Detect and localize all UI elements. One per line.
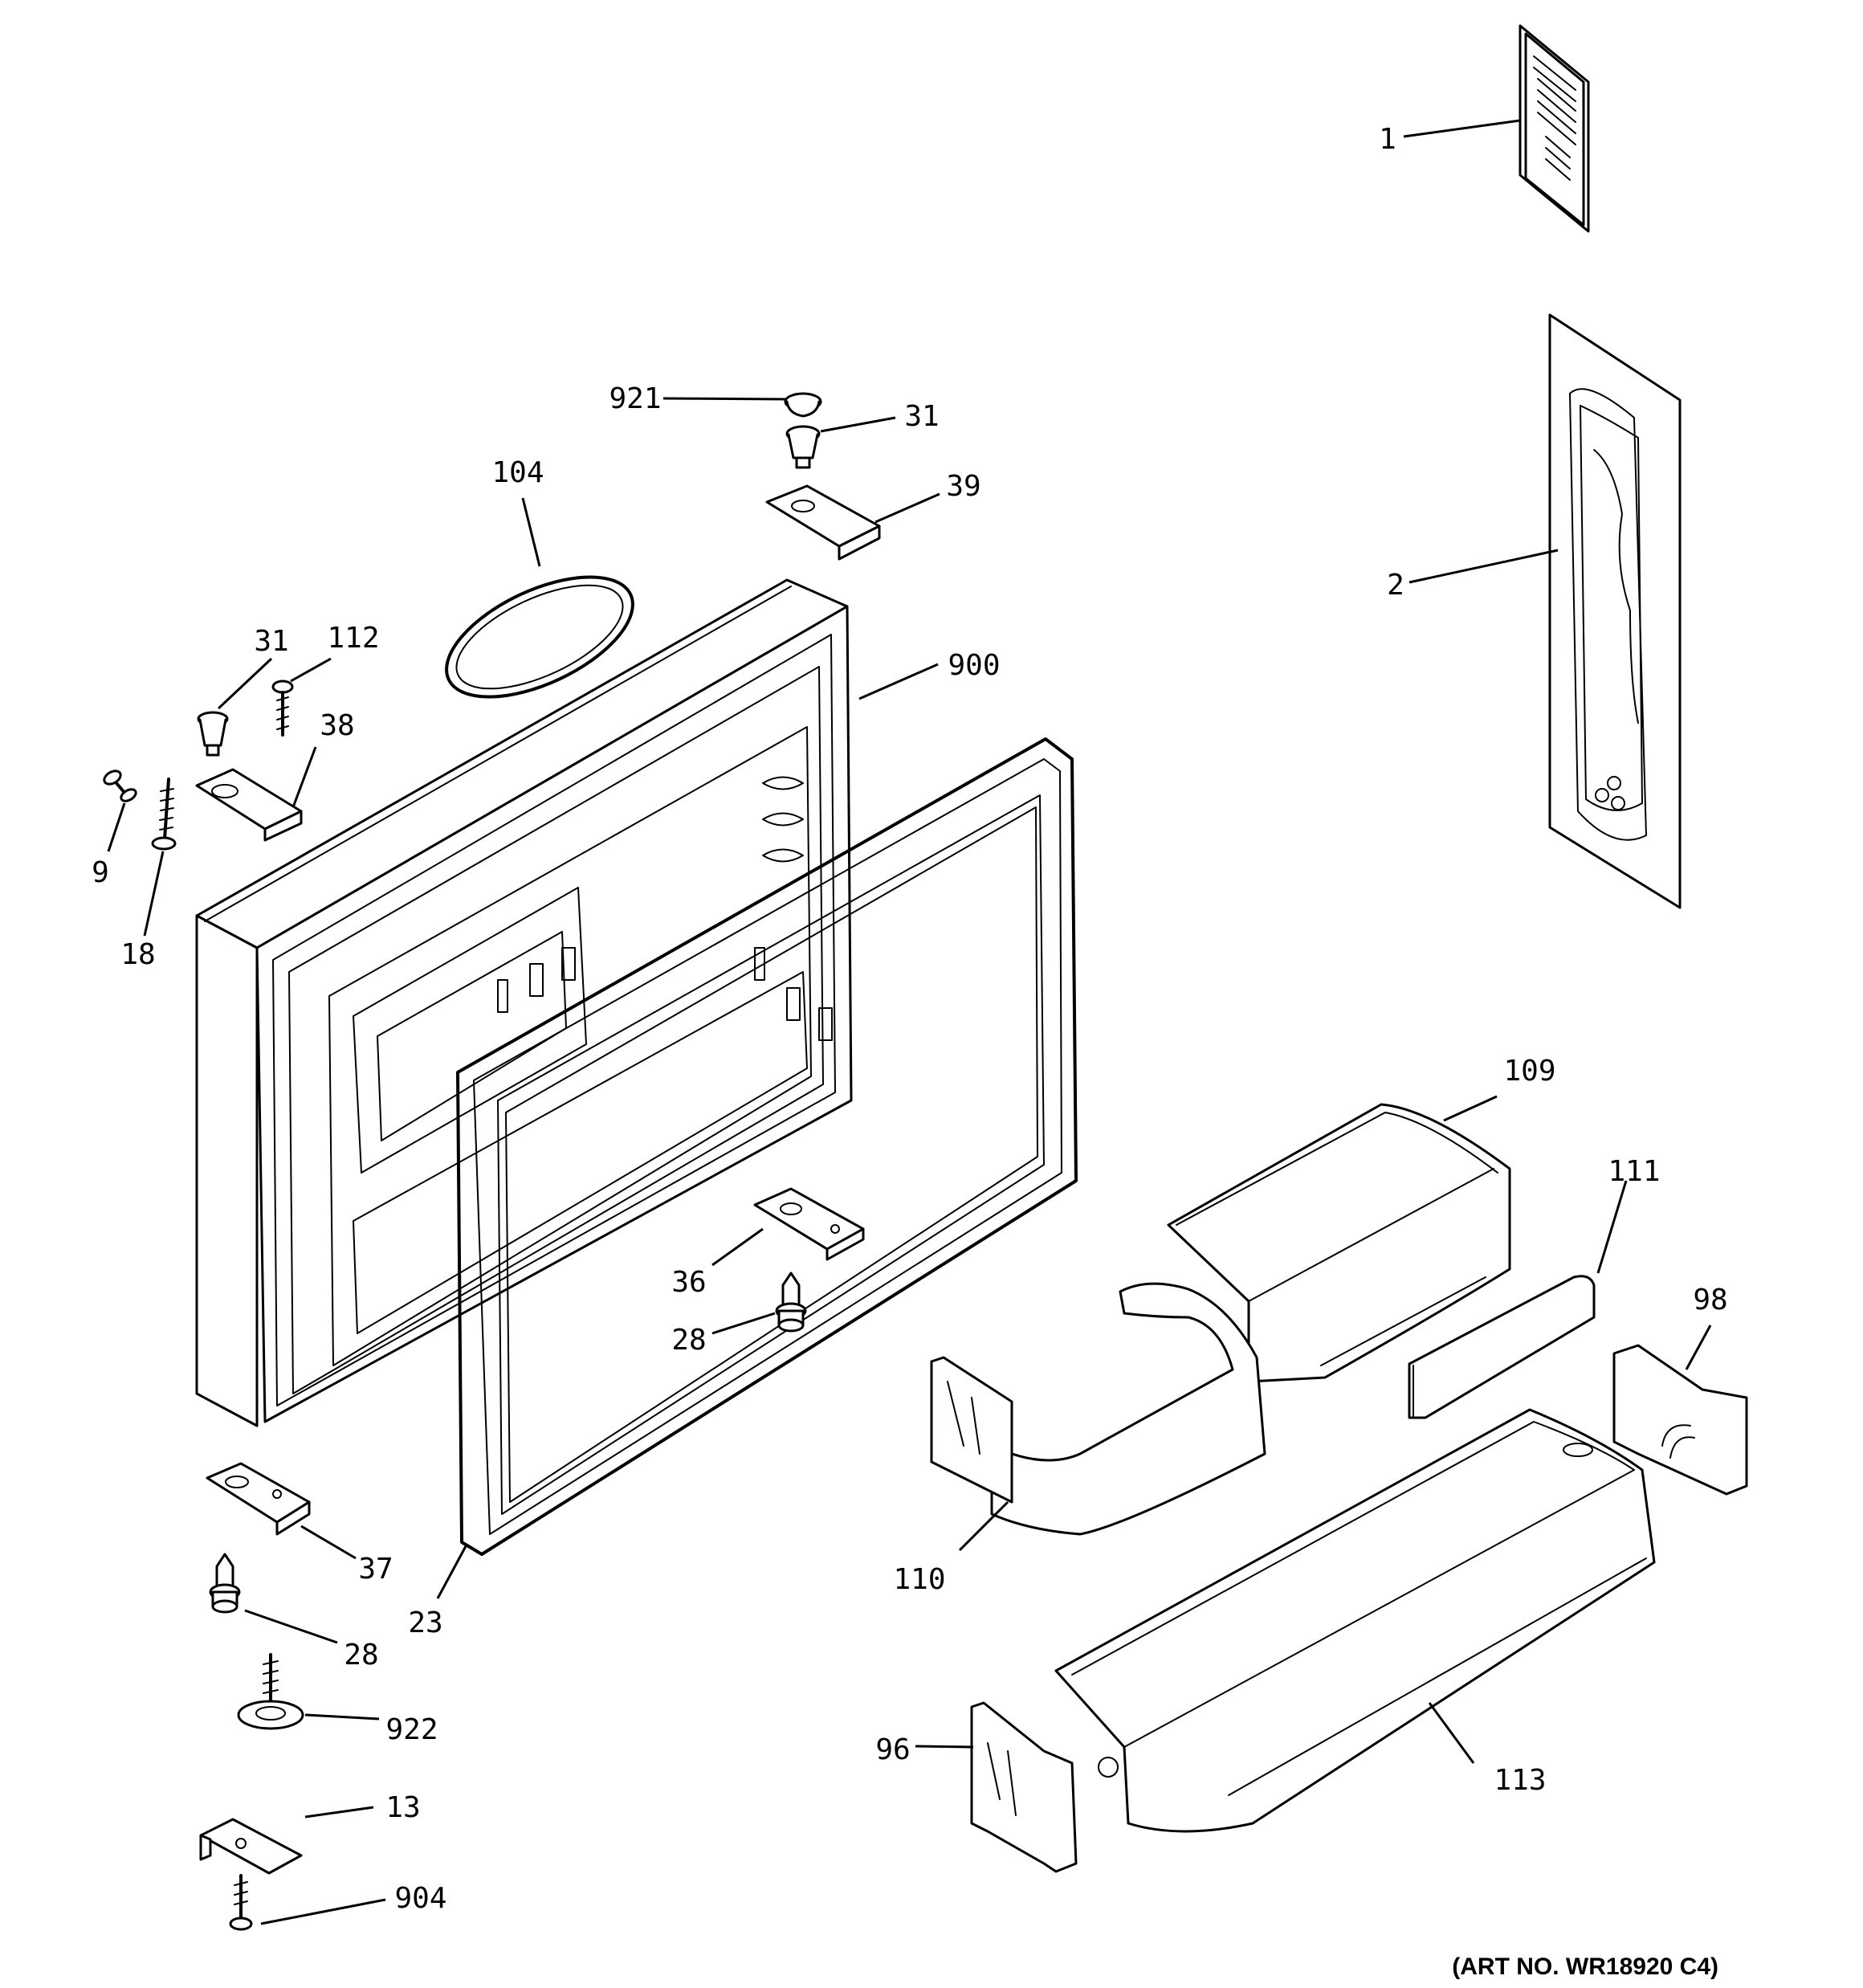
part-112-screw bbox=[271, 680, 294, 737]
callout-labels: 1 2 921 31 39 104 31 112 900 38 9 18 109… bbox=[92, 123, 1728, 1915]
callout-37: 37 bbox=[358, 1553, 393, 1586]
callout-1: 1 bbox=[1379, 123, 1396, 156]
callout-112: 112 bbox=[327, 622, 379, 655]
part-18-screw bbox=[151, 778, 177, 851]
callout-921: 921 bbox=[609, 382, 661, 415]
part-104-gasket-ring bbox=[445, 575, 634, 699]
callout-39: 39 bbox=[946, 470, 980, 503]
callout-98: 98 bbox=[1693, 1284, 1727, 1316]
leader-lines bbox=[107, 119, 1712, 1925]
callout-2: 2 bbox=[1387, 569, 1404, 602]
part-98-end-cap bbox=[1612, 1344, 1748, 1496]
callout-31-upper: 31 bbox=[904, 400, 939, 433]
part-23-door-gasket bbox=[456, 737, 1078, 1556]
part-1-label-card bbox=[1519, 24, 1590, 233]
part-113-large-bin bbox=[1054, 1408, 1656, 1833]
part-109-door-bin bbox=[1167, 1103, 1511, 1383]
part-38-hinge-plate bbox=[195, 768, 303, 842]
callout-13: 13 bbox=[385, 1791, 420, 1824]
part-904-screw bbox=[229, 1874, 253, 1931]
part-922-screw-washer bbox=[237, 1653, 304, 1730]
callout-111: 111 bbox=[1608, 1155, 1660, 1188]
callout-28-center: 28 bbox=[671, 1324, 706, 1357]
callout-104: 104 bbox=[491, 456, 544, 489]
callout-113: 113 bbox=[1494, 1764, 1546, 1797]
callout-110: 110 bbox=[893, 1563, 945, 1596]
part-9-screw bbox=[103, 769, 137, 802]
part-13-bracket bbox=[199, 1818, 303, 1875]
part-28-pin-center bbox=[775, 1272, 807, 1333]
callout-31-left: 31 bbox=[254, 625, 288, 658]
part-39-hinge-plate bbox=[765, 484, 881, 561]
part-28-pin-lower bbox=[209, 1553, 241, 1614]
part-921-plug bbox=[784, 392, 822, 418]
callout-36: 36 bbox=[671, 1266, 706, 1299]
part-31-bushing-left bbox=[197, 711, 229, 757]
part-31-bushing-upper bbox=[785, 425, 821, 469]
callout-38: 38 bbox=[320, 709, 354, 742]
part-900-door-assembly bbox=[195, 578, 853, 1427]
part-2-handle-trim bbox=[1548, 313, 1682, 909]
part-110-bin-trim bbox=[930, 1282, 1266, 1536]
callout-9: 9 bbox=[92, 856, 109, 889]
callout-904: 904 bbox=[394, 1882, 446, 1915]
callout-922: 922 bbox=[385, 1713, 438, 1746]
callout-23: 23 bbox=[408, 1606, 442, 1639]
callout-900: 900 bbox=[948, 649, 1000, 682]
callout-96: 96 bbox=[875, 1733, 910, 1766]
callout-18: 18 bbox=[120, 938, 155, 971]
part-96-end-cap bbox=[970, 1701, 1078, 1873]
part-37-hinge-bracket bbox=[206, 1462, 311, 1536]
callout-28-lower: 28 bbox=[344, 1639, 378, 1672]
part-36-hinge-plate bbox=[753, 1187, 865, 1261]
callout-109: 109 bbox=[1503, 1055, 1555, 1088]
part-111-bin-trim bbox=[1408, 1275, 1596, 1419]
art-number: (ART NO. WR18920 C4) bbox=[1452, 1953, 1718, 1980]
